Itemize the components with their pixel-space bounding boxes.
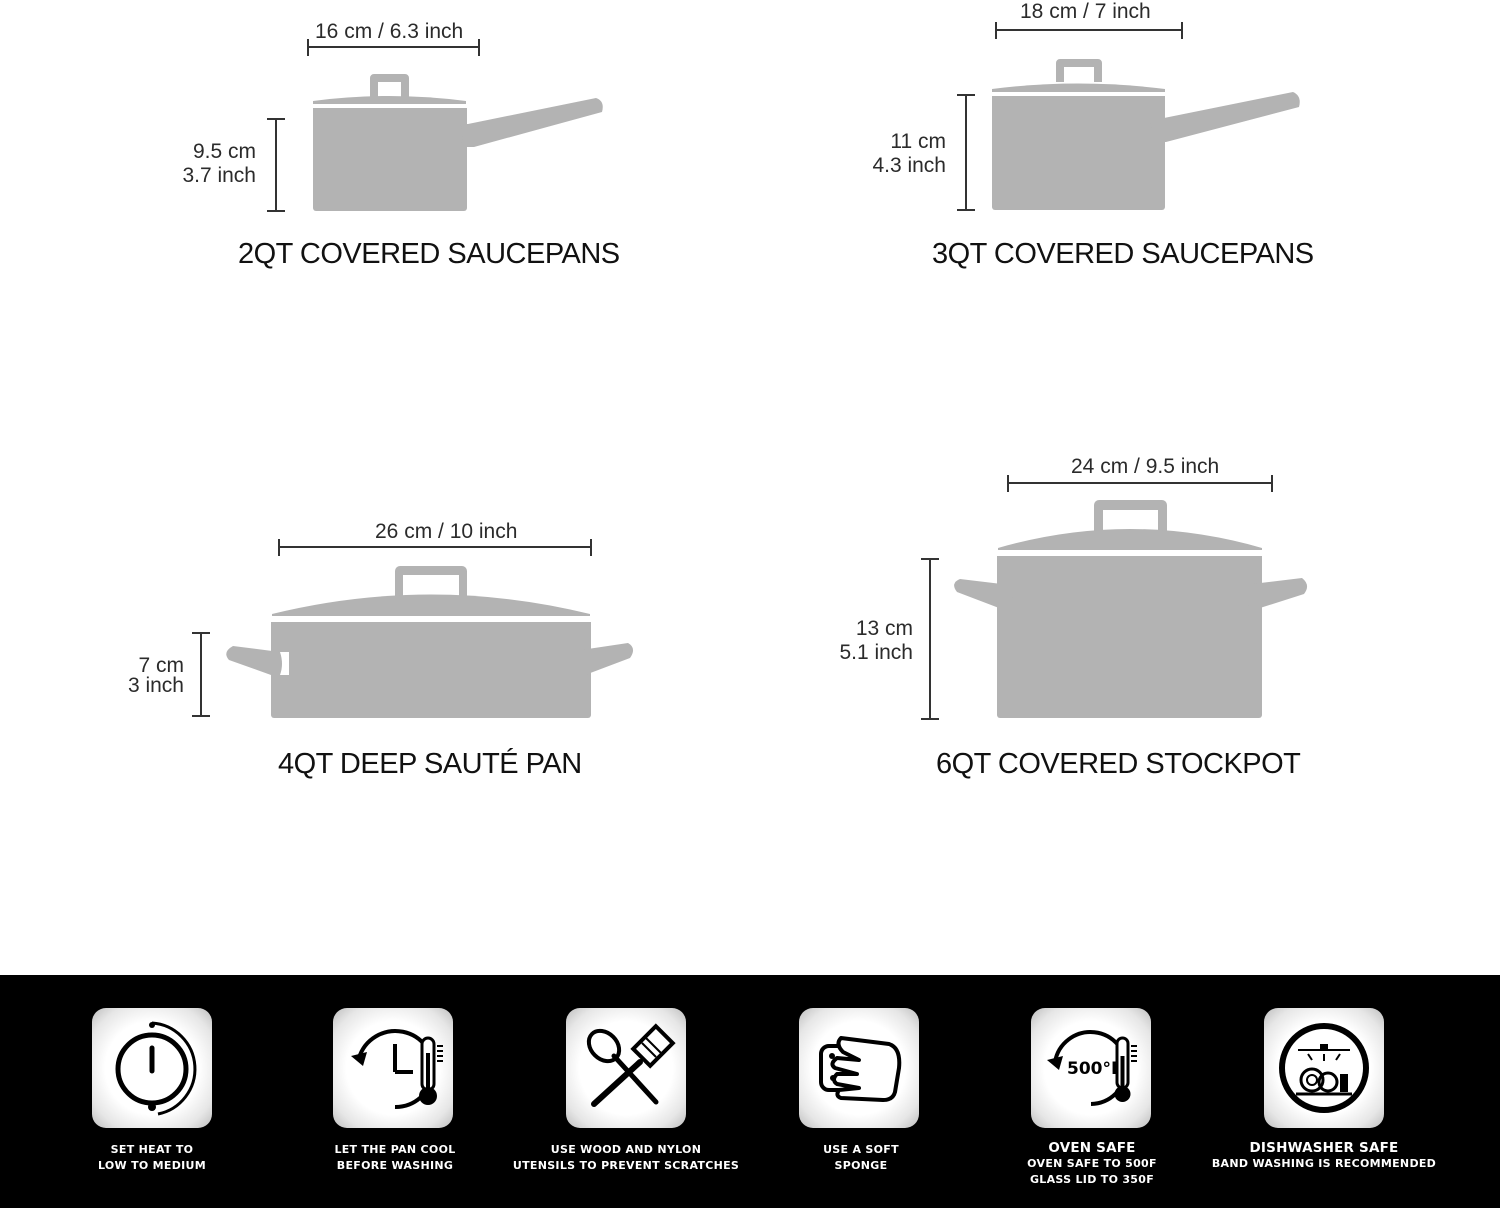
saucepan-3qt-drawing (992, 59, 1300, 210)
caption-line: USE A SOFT (823, 1143, 899, 1156)
oven-safe-icon: 500°F (1047, 1030, 1137, 1106)
product-title-4qt: 4QT DEEP SAUTÉ PAN (278, 748, 582, 780)
care-tile-cool (333, 1008, 453, 1128)
dimension-lines-2qt (267, 39, 480, 212)
height-cm-label-4qt: 7 cm (138, 654, 184, 677)
height-in-label-3qt: 4.3 inch (872, 154, 946, 177)
width-label-2qt: 16 cm / 6.3 inch (315, 20, 464, 43)
care-caption-utensils: USE WOOD AND NYLON UTENSILS TO PREVENT S… (496, 1142, 756, 1174)
clock-thermometer-icon (351, 1029, 443, 1110)
saucepan-2qt-drawing (313, 74, 603, 211)
caption-heading: DISHWASHER SAFE (1249, 1140, 1399, 1156)
care-tile-utensils (566, 1008, 686, 1128)
cookware-drawings (192, 22, 1308, 720)
caption-line: LOW TO MEDIUM (97, 1159, 207, 1172)
care-instructions-band (0, 975, 1500, 1208)
saute-pan-4qt-drawing (226, 566, 634, 718)
caption-line: LET THE PAN COOL (334, 1143, 456, 1156)
care-tile-oven: 500°F (1031, 1008, 1151, 1128)
product-title-3qt: 3QT COVERED SAUCEPANS (932, 238, 1314, 270)
caption-line: USE WOOD AND NYLON (550, 1143, 702, 1156)
caption-line: SPONGE (834, 1159, 888, 1172)
height-in-label-2qt: 3.7 inch (182, 164, 256, 187)
height-cm-label-2qt: 9.5 cm (192, 140, 256, 163)
caption-line: BAND WASHING IS RECOMMENDED (1211, 1157, 1437, 1170)
care-caption-heat: SET HEAT TO LOW TO MEDIUM (22, 1142, 282, 1174)
hand-sponge-icon (819, 1036, 902, 1102)
spoon-spatula-icon (586, 1023, 676, 1107)
oven-temp-badge: 500°F (1067, 1059, 1123, 1079)
caption-heading: OVEN SAFE (1048, 1140, 1136, 1156)
care-tile-dishwasher (1264, 1008, 1384, 1128)
stockpot-6qt-drawing (954, 500, 1308, 718)
care-tile-sponge (799, 1008, 919, 1128)
care-caption-cool: LET THE PAN COOL BEFORE WASHING (265, 1142, 525, 1174)
dimension-lines-3qt (957, 22, 1183, 211)
height-cm-label-6qt: 13 cm (855, 617, 913, 640)
width-label-4qt: 26 cm / 10 inch (375, 520, 518, 543)
care-caption-sponge: USE A SOFT SPONGE (731, 1142, 991, 1174)
care-tile-heat (92, 1008, 212, 1128)
care-caption-dishwasher: DISHWASHER SAFE BAND WASHING IS RECOMMEN… (1194, 1140, 1454, 1172)
stove-heat-dial-icon (115, 1021, 197, 1116)
caption-line: GLASS LID TO 350F (1029, 1173, 1155, 1186)
height-in-label-4qt: 3 inch (127, 674, 184, 697)
care-caption-oven: OVEN SAFE OVEN SAFE TO 500F GLASS LID TO… (962, 1140, 1222, 1188)
dishwasher-safe-icon (1279, 1023, 1369, 1113)
caption-line: UTENSILS TO PREVENT SCRATCHES (512, 1159, 740, 1172)
width-label-3qt: 18 cm / 7 inch (1020, 0, 1151, 23)
width-label-6qt: 24 cm / 9.5 inch (1071, 455, 1220, 478)
height-cm-label-3qt: 11 cm (890, 130, 946, 153)
product-title-2qt: 2QT COVERED SAUCEPANS (238, 238, 620, 270)
caption-line: OVEN SAFE TO 500F (1027, 1157, 1157, 1170)
caption-line: BEFORE WASHING (336, 1159, 454, 1172)
caption-line: SET HEAT TO (110, 1143, 194, 1156)
dimension-lines-6qt (921, 475, 1273, 720)
height-in-label-6qt: 5.1 inch (839, 641, 913, 664)
product-title-6qt: 6QT COVERED STOCKPOT (936, 748, 1301, 780)
dimension-lines-4qt (192, 539, 592, 717)
